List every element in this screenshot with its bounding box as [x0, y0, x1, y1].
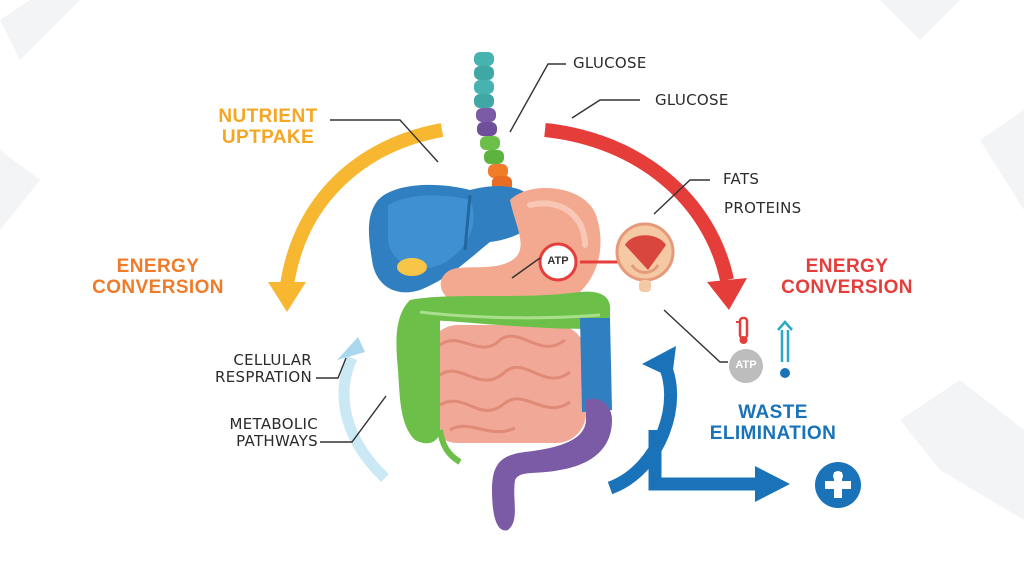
energy-conversion-arrow	[544, 123, 747, 310]
waste-elimination-arrow	[607, 346, 790, 502]
energy-up-icon	[777, 320, 793, 378]
waste-elimination-label: WASTE ELIMINATION	[709, 402, 837, 445]
energy-conversion-right-label: ENERGY CONVERSION	[781, 256, 913, 299]
glucose-label-2: GLUCOSE	[655, 91, 729, 109]
bladder-organ-icon	[615, 222, 675, 292]
small-intestine	[428, 325, 586, 443]
glucose-label-1: GLUCOSE	[573, 54, 647, 72]
atp-link	[538, 242, 622, 282]
fats-label: FATS	[723, 170, 760, 188]
cellular-respiration-arrow	[337, 337, 389, 482]
gallbladder-icon	[397, 258, 427, 276]
leader-lines	[316, 63, 728, 443]
nutrient-uptake-arrow	[268, 123, 444, 312]
large-intestine	[396, 291, 612, 531]
metabolic-pathways-label: METABOLIC PATHWAYS	[229, 415, 318, 450]
atp-right-label: ATP	[735, 359, 757, 371]
liver	[368, 184, 536, 293]
thermometer-icon	[736, 316, 749, 344]
energy-conversion-left-label: ENERGY CONVERSION	[92, 256, 224, 299]
cellular-respiration-label: CELLULAR RESPRATION	[215, 351, 312, 386]
atp-center-label: ATP	[547, 255, 569, 267]
esophagus	[474, 52, 512, 192]
proteins-label: PROTEINS	[724, 199, 802, 217]
background-decoration	[0, 0, 1024, 520]
nutrient-uptake-label: NUTRIENT UPTPAKE	[218, 106, 318, 149]
waste-cross-icon	[815, 462, 861, 508]
atp-right-node	[729, 349, 763, 383]
